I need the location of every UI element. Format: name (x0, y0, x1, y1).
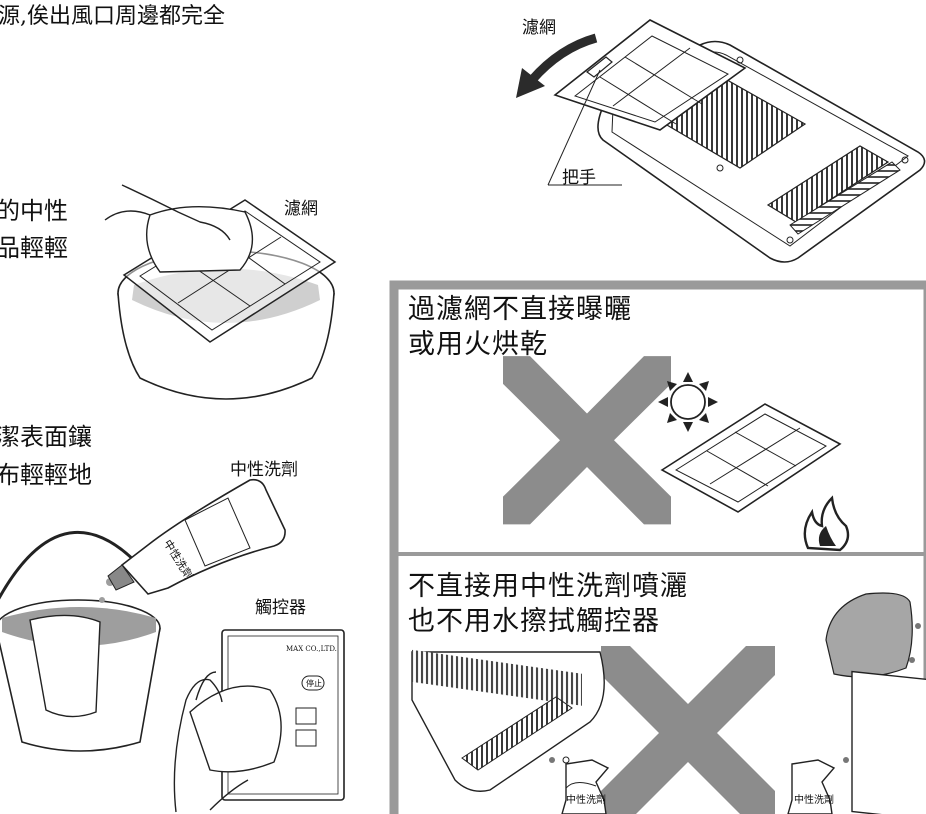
warning-panel (389, 280, 926, 814)
ceiling-unit-illustration (516, 19, 926, 263)
bowl-washing-illustration (104, 184, 337, 400)
spray-bottle-right (787, 757, 849, 814)
bucket-detergent-illustration (0, 478, 345, 813)
handle-label: 把手 (562, 168, 596, 188)
spray-label-right: 中性洗劑 (794, 795, 834, 806)
warning-1-line-1: 過濾網不直接曝曬 (408, 294, 632, 325)
left-text-line-2: 品輕輕 (0, 234, 68, 262)
controller-label: 觸控器 (255, 598, 306, 618)
spray-label-left: 中性洗劑 (566, 795, 606, 806)
warning-2-heading: 不直接用中性洗劑噴灑 也不用水擦拭觸控器 (408, 570, 688, 639)
warning-2-line-2: 也不用水擦拭觸控器 (408, 605, 660, 637)
warning-1-heading: 過濾網不直接曝曬 或用火烘乾 (408, 293, 632, 362)
left-text-line-3: 潔表面鑲 (0, 423, 92, 451)
controller-stop: 停止 (306, 679, 322, 688)
left-text-line-4: 布輕輕地 (0, 461, 92, 489)
left-text-line-1: 的中性 (0, 197, 68, 225)
warning-1-line-2: 或用火烘乾 (408, 328, 548, 360)
detergent-label: 中性洗劑 (230, 460, 298, 480)
controller-brand: MAX CO.,LTD. (286, 645, 337, 653)
top-text-fragment: 源,俟出風口周邊都完全 (0, 4, 225, 29)
warning-2-line-1: 不直接用中性洗劑噴灑 (408, 571, 688, 602)
filter-label-bowl: 濾網 (284, 199, 318, 219)
spray-bottle-left (549, 757, 610, 814)
filter-label-top: 濾網 (522, 18, 556, 38)
